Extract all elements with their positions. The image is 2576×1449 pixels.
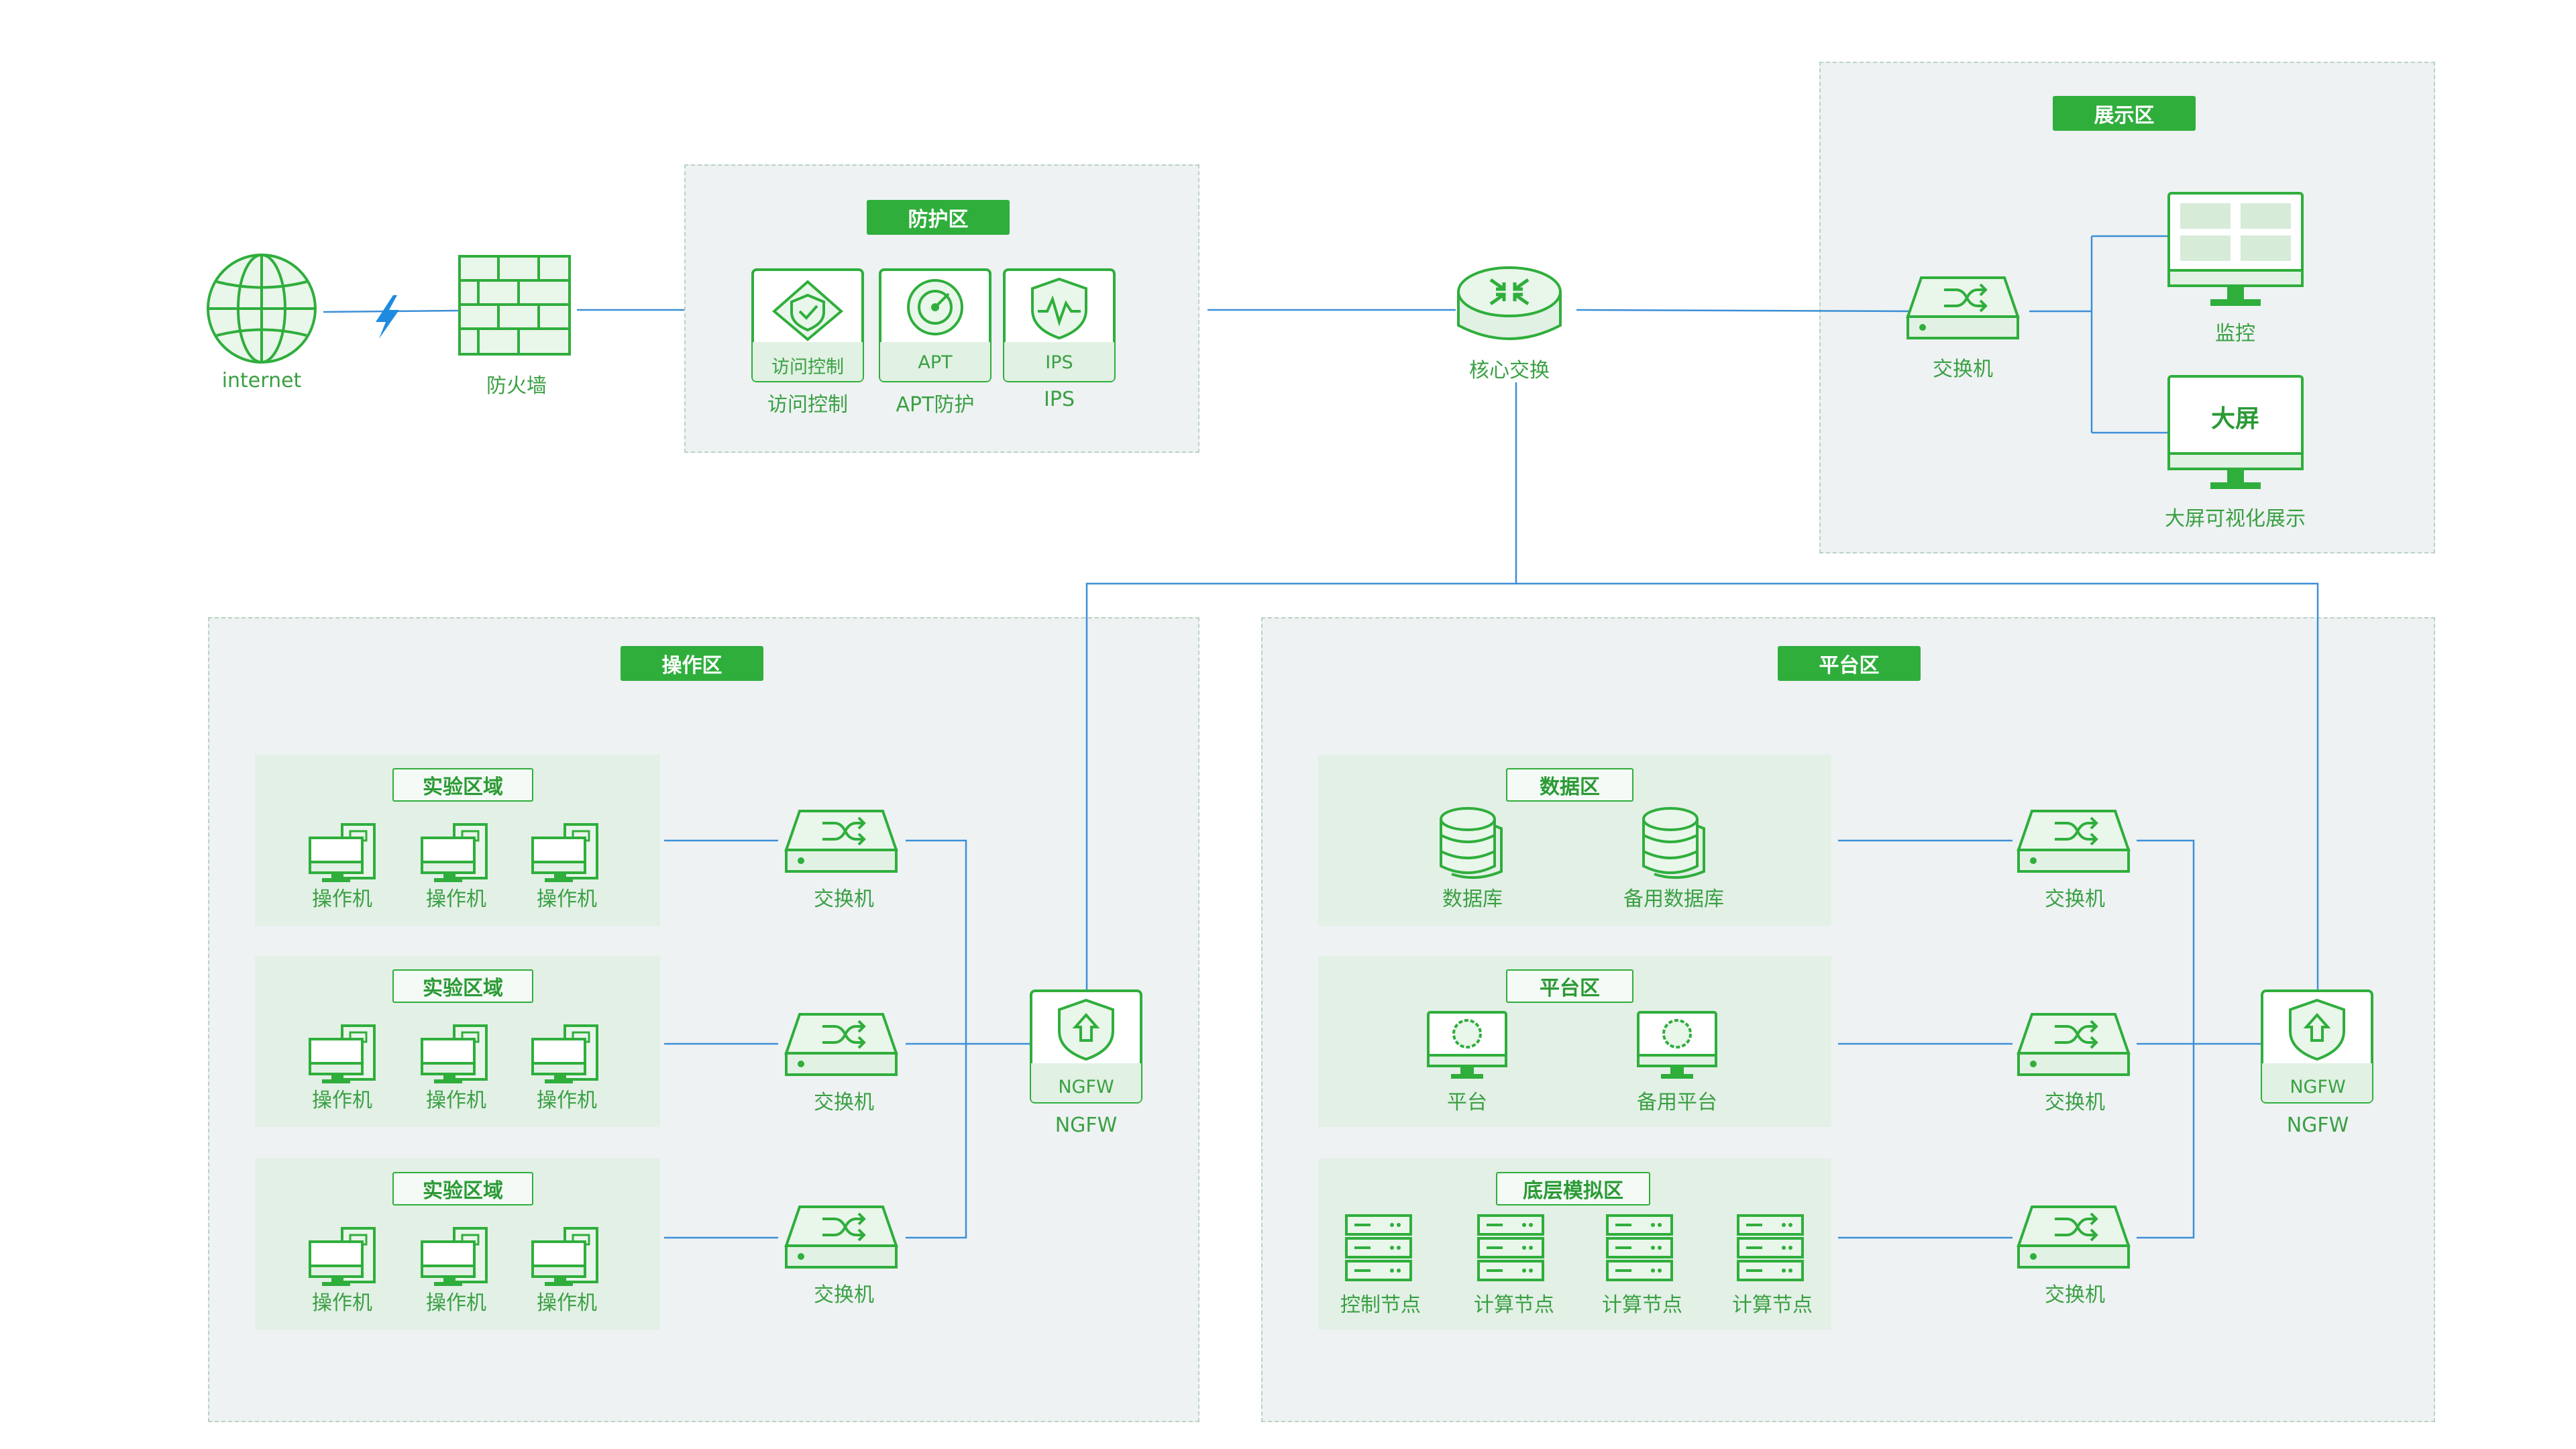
ips-badge: IPS xyxy=(1045,352,1073,373)
platform-label: 平台 xyxy=(1447,1091,1487,1114)
workstation-icon xyxy=(530,1023,600,1087)
data-area-title: 数据区 xyxy=(1506,768,1633,802)
experiment-area-2-title: 实验区域 xyxy=(392,969,533,1003)
compute-node-label: 计算节点 xyxy=(1474,1293,1554,1317)
machine-label: 操作机 xyxy=(537,888,597,911)
firewall-icon xyxy=(458,255,571,356)
ngfw-icon xyxy=(1030,989,1142,1106)
server-icon xyxy=(1476,1213,1546,1288)
machine-label: 操作机 xyxy=(537,1089,597,1112)
switch-icon xyxy=(784,1012,899,1080)
access-control-label: 访问控制 xyxy=(767,393,848,417)
machine-label: 操作机 xyxy=(312,888,372,911)
machine-label: 操作机 xyxy=(426,888,486,911)
op-switch-label-1: 交换机 xyxy=(814,888,874,911)
switch-icon xyxy=(1906,276,2020,339)
simulation-area-title: 底层模拟区 xyxy=(1496,1172,1650,1205)
machine-label: 操作机 xyxy=(426,1089,486,1112)
control-node-label: 控制节点 xyxy=(1340,1293,1421,1317)
machine-label: 操作机 xyxy=(537,1291,597,1315)
monitor-label: 监控 xyxy=(2215,322,2255,345)
pf-switch-label-3: 交换机 xyxy=(2045,1283,2105,1307)
server-icon xyxy=(1605,1213,1674,1288)
monitor-icon xyxy=(2167,192,2304,306)
backup-platform-label: 备用平台 xyxy=(1637,1091,1717,1114)
workstation-icon xyxy=(419,1023,489,1087)
platform-area-title: 平台区 xyxy=(1506,969,1633,1003)
platform-icon xyxy=(1426,1010,1509,1086)
compute-node-label: 计算节点 xyxy=(1732,1293,1813,1317)
switch-icon xyxy=(2016,1204,2131,1273)
switch-icon xyxy=(784,808,899,877)
shield-pulse-icon xyxy=(1003,268,1116,382)
internet-label: internet xyxy=(221,369,302,392)
workstation-icon xyxy=(530,822,600,886)
pf-switch-label-1: 交换机 xyxy=(2045,888,2105,911)
protection-zone-title: 防护区 xyxy=(867,200,1010,235)
platform-zone-title: 平台区 xyxy=(1778,646,1921,681)
experiment-area-1-title: 实验区域 xyxy=(392,768,533,802)
ips-label: IPS xyxy=(1044,388,1075,411)
pf-ngfw-label: NGFW xyxy=(2286,1114,2349,1137)
machine-label: 操作机 xyxy=(312,1089,372,1112)
switch-icon xyxy=(784,1204,899,1273)
firewall-label: 防火墙 xyxy=(486,374,547,398)
experiment-area-3-title: 实验区域 xyxy=(392,1172,533,1205)
apt-label: APT防护 xyxy=(896,393,975,417)
machine-label: 操作机 xyxy=(312,1291,372,1315)
operation-zone-title: 操作区 xyxy=(621,646,763,681)
workstation-icon xyxy=(307,1023,377,1087)
router-icon xyxy=(1457,266,1562,340)
lightning-icon xyxy=(376,295,399,339)
pf-switch-label-2: 交换机 xyxy=(2045,1091,2105,1114)
pf-ngfw-badge: NGFW xyxy=(2290,1077,2346,1097)
display-zone-title: 展示区 xyxy=(2053,96,2196,131)
ngfw-icon xyxy=(2261,989,2373,1106)
compute-node-label: 计算节点 xyxy=(1602,1293,1682,1317)
server-icon xyxy=(1735,1213,1805,1288)
big-screen-label: 大屏可视化展示 xyxy=(2165,507,2306,531)
workstation-icon xyxy=(307,1226,377,1290)
database-icon xyxy=(1429,802,1509,885)
core-switch-label: 核心交换 xyxy=(1469,359,1550,382)
workstation-icon xyxy=(419,1226,489,1290)
op-switch-label-3: 交换机 xyxy=(814,1283,874,1307)
server-icon xyxy=(1344,1213,1413,1288)
machine-label: 操作机 xyxy=(426,1291,486,1315)
op-ngfw-label: NGFW xyxy=(1055,1114,1118,1137)
display-switch-label: 交换机 xyxy=(1933,358,1993,381)
workstation-icon xyxy=(530,1226,600,1290)
op-switch-label-2: 交换机 xyxy=(814,1091,874,1114)
workstation-icon xyxy=(419,822,489,886)
switch-icon xyxy=(2016,808,2131,877)
apt-badge: APT xyxy=(918,352,953,373)
switch-icon xyxy=(2016,1012,2131,1080)
database-icon xyxy=(1631,802,1712,885)
workstation-icon xyxy=(307,822,377,886)
database-label: 数据库 xyxy=(1442,888,1503,911)
access-control-badge: 访问控制 xyxy=(771,357,844,378)
big-screen-icon xyxy=(2167,375,2304,489)
shield-check-icon xyxy=(751,268,864,382)
big-screen-text: 大屏 xyxy=(2210,405,2260,433)
backup-database-label: 备用数据库 xyxy=(1623,888,1724,911)
radar-icon xyxy=(879,268,991,382)
op-ngfw-badge: NGFW xyxy=(1058,1077,1114,1097)
platform-icon xyxy=(1635,1010,1719,1086)
globe-icon xyxy=(207,254,317,364)
